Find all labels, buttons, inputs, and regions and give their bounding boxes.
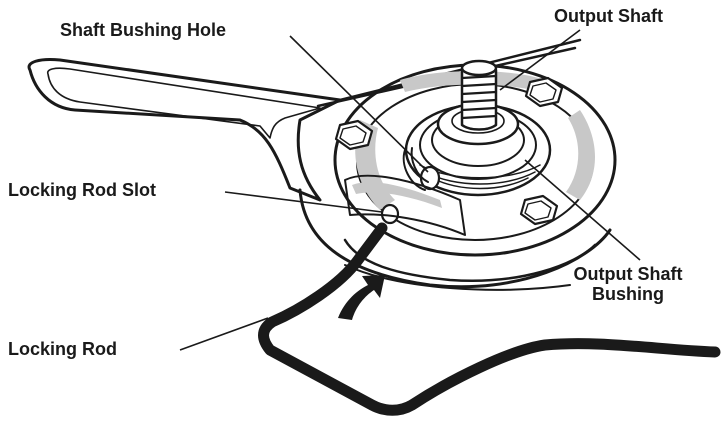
label-output-shaft-bushing: Output Shaft Bushing	[548, 264, 708, 304]
ring-shade-right	[566, 110, 595, 200]
slot-housing	[344, 174, 466, 236]
locking-rod-slot	[380, 203, 400, 225]
hex-bolt-top-right	[524, 76, 564, 108]
label-output-shaft: Output Shaft	[554, 6, 663, 26]
label-locking-rod: Locking Rod	[8, 339, 117, 359]
drive-arm-inner	[46, 67, 321, 139]
leader-lines	[179, 29, 641, 351]
label-output-shaft-bushing-line1: Output Shaft	[573, 264, 683, 284]
label-locking-rod-slot: Locking Rod Slot	[8, 180, 156, 200]
leader-output-shaft-bushing	[524, 159, 641, 261]
hex-bolt-bottom	[519, 194, 559, 226]
drive-arm-outer	[27, 58, 342, 202]
label-shaft-bushing-hole: Shaft Bushing Hole	[60, 20, 226, 40]
base-plate-edge	[344, 264, 571, 291]
output-shaft-threads	[460, 74, 498, 120]
output-shaft-top	[460, 59, 498, 77]
rotation-arrow	[338, 275, 385, 320]
bushing-clip	[402, 147, 429, 191]
leader-shaft-bushing-hole	[289, 35, 429, 173]
locking-rod	[258, 222, 721, 416]
base-plate-lower	[343, 238, 597, 282]
slot-housing-shade	[352, 182, 442, 208]
hex-bolt-left	[334, 119, 374, 151]
leader-output-shaft	[499, 29, 581, 91]
label-output-shaft-bushing-line2: Bushing	[592, 284, 664, 304]
diagram-drawing	[27, 38, 721, 416]
leader-locking-rod	[179, 317, 269, 351]
leader-locking-rod-slot	[224, 191, 383, 213]
